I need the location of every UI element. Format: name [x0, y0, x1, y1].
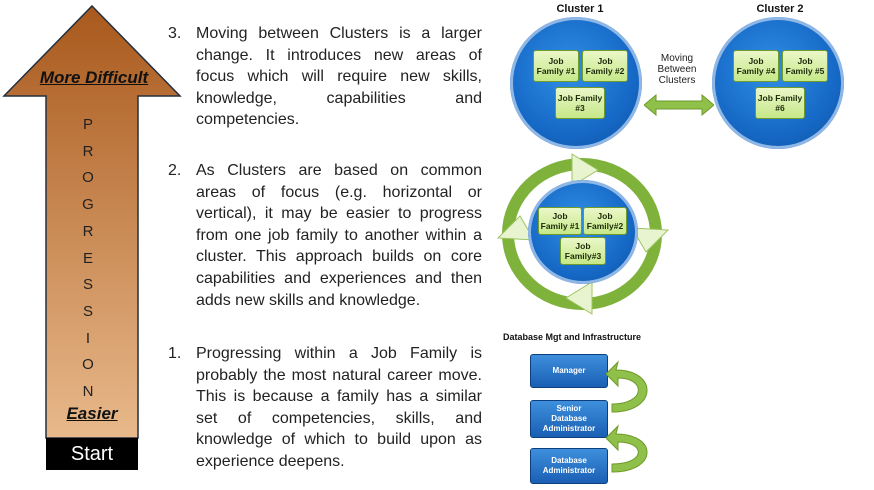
job-family-4: Job Family #4 — [733, 50, 779, 82]
cluster-2-title: Cluster 2 — [756, 3, 804, 15]
cluster-1-title: Cluster 1 — [556, 3, 604, 15]
progression-letter: S — [82, 276, 93, 294]
paragraph-text: As Clusters are based on common areas of… — [196, 162, 482, 309]
paragraph-number: 3. — [168, 25, 182, 42]
paragraph-1: 1. Progressing within a Job Family is pr… — [168, 343, 482, 473]
paragraph-number: 1. — [168, 345, 182, 362]
job-family-1: Job Family #1 — [533, 50, 579, 82]
paragraph-2: 2. As Clusters are based on common areas… — [168, 160, 482, 311]
paragraph-text: Moving between Clusters is a larger chan… — [196, 25, 482, 129]
paragraph-number: 2. — [168, 162, 182, 179]
more-difficult-label: More Difficult — [39, 68, 149, 87]
job-family-6: Job Family #6 — [755, 87, 805, 119]
cluster-2-circle — [712, 17, 844, 149]
start-label: Start — [46, 438, 138, 470]
progression-letter: R — [82, 222, 94, 240]
ladder-title: Database Mgt and Infrastructure — [502, 332, 642, 342]
easier-label: Easier — [66, 404, 118, 423]
role-dba: Database Administrator — [530, 448, 608, 484]
double-arrow-icon — [644, 94, 714, 116]
moving-between-clusters-label: Moving Between Clusters — [657, 53, 697, 86]
cycle-job-family-1: Job Family #1 — [538, 207, 582, 235]
progression-letter: I — [85, 329, 91, 347]
progression-letter: N — [82, 383, 94, 401]
cluster-1-circle — [510, 17, 642, 149]
role-manager: Manager — [530, 354, 608, 388]
job-family-3: Job Family #3 — [555, 87, 605, 119]
paragraph-3: 3. Moving between Clusters is a larger c… — [168, 23, 482, 131]
progression-letter: O — [82, 356, 94, 374]
job-family-2: Job Family #2 — [582, 50, 628, 82]
curved-up-arrow-icon — [606, 360, 648, 413]
progression-letter: S — [82, 302, 93, 320]
cycle-job-family-3: Job Family#3 — [560, 237, 606, 265]
cycle-job-family-2: Job Family#2 — [583, 207, 627, 235]
curved-up-arrow-icon — [606, 424, 648, 473]
progression-letter: O — [82, 169, 94, 187]
progression-letter: G — [82, 196, 94, 214]
job-family-5: Job Family #5 — [782, 50, 828, 82]
paragraph-text: Progressing within a Job Family is proba… — [196, 345, 482, 470]
progression-letter: E — [82, 249, 93, 267]
progression-letter: R — [82, 142, 94, 160]
role-senior-dba: Senior Database Administrator — [530, 400, 608, 438]
progression-letter: P — [82, 116, 93, 133]
